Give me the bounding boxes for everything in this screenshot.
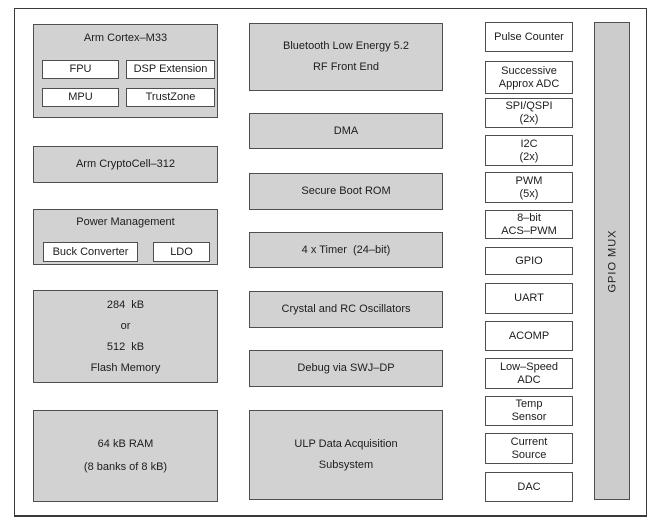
peripheral-label: PWM [515, 174, 543, 187]
block-secure-boot-rom: Secure Boot ROM [249, 173, 443, 210]
peripheral-acomp: ACOMP [485, 321, 573, 351]
peripheral-label: Sensor [511, 411, 547, 423]
sub-block-mpu: MPU [42, 88, 119, 107]
peripheral-label: UART [514, 292, 544, 304]
block-label: 4 x Timer (24–bit) [301, 243, 391, 256]
peripheral-label: SPI/QSPI [505, 100, 553, 112]
block-line: RF Front End [312, 61, 380, 73]
sub-block-ldo: LDO [153, 242, 210, 262]
peripheral-label: ACOMP [508, 329, 550, 342]
block-dma: DMA [249, 113, 443, 149]
peripheral-label: (2x) [519, 150, 539, 163]
block-line: 284 kB [106, 298, 145, 311]
peripheral-i2c: I2C (2x) [485, 135, 573, 166]
block-label: Crystal and RC Oscillators [281, 303, 411, 315]
diagram-frame [14, 8, 647, 517]
block-line: Bluetooth Low Energy 5.2 [283, 40, 409, 52]
block-arm-cortex-m33: Arm Cortex–M33 FPU DSP Extension MPU Tru… [33, 24, 218, 118]
sub-block-buck-converter: Buck Converter [43, 242, 138, 262]
peripheral-label: GPIO [515, 254, 543, 267]
peripheral-current-source: Current Source [485, 433, 573, 464]
block-label: Arm CryptoCell–312 [75, 158, 176, 170]
peripheral-label: ADC [517, 373, 541, 386]
peripheral-label: Approx ADC [498, 77, 560, 90]
peripheral-low-speed-adc: Low–Speed ADC [485, 358, 573, 389]
block-ulp-data-acquisition: ULP Data Acquisition Subsystem [249, 410, 443, 500]
block-arm-cryptocell-312: Arm CryptoCell–312 [33, 146, 218, 183]
peripheral-pulse-counter: Pulse Counter [485, 22, 573, 52]
block-debug-swj-dp: Debug via SWJ–DP [249, 350, 443, 387]
sub-block-label: MPU [68, 91, 93, 103]
block-bluetooth-low-energy: Bluetooth Low Energy 5.2 RF Front End [249, 23, 443, 91]
sub-block-label: LDO [170, 245, 193, 258]
peripheral-label: I2C [520, 137, 538, 150]
peripheral-label: Pulse Counter [494, 30, 564, 43]
peripheral-label: (5x) [519, 187, 539, 200]
peripheral-acs-pwm: 8–bit ACS–PWM [485, 210, 573, 239]
block-line: Subsystem [318, 459, 374, 471]
gpio-mux-label: GPIO MUX [606, 229, 619, 293]
peripheral-successive-approx-adc: Successive Approx ADC [485, 61, 573, 94]
peripheral-temp-sensor: Temp Sensor [485, 396, 573, 426]
block-line: Flash Memory [90, 361, 161, 374]
block-line: (8 banks of 8 kB) [83, 461, 168, 473]
block-line: or [120, 319, 131, 332]
block-timer: 4 x Timer (24–bit) [249, 232, 443, 268]
peripheral-label: Source [511, 448, 547, 461]
block-flash-memory: 284 kB or 512 kB Flash Memory [33, 290, 218, 383]
peripheral-label: Current [510, 435, 548, 448]
block-crystal-rc-oscillators: Crystal and RC Oscillators [249, 291, 443, 328]
sub-block-dsp-extension: DSP Extension [126, 60, 215, 79]
block-line: 64 kB RAM [97, 438, 154, 450]
block-line: ULP Data Acquisition [294, 438, 398, 450]
block-ram: 64 kB RAM (8 banks of 8 kB) [33, 410, 218, 502]
block-gpio-mux: GPIO MUX [594, 22, 630, 500]
sub-block-fpu: FPU [42, 60, 119, 79]
peripheral-label: ACS–PWM [501, 224, 557, 237]
block-label: Debug via SWJ–DP [297, 362, 395, 374]
peripheral-label: DAC [517, 480, 541, 493]
block-label: Secure Boot ROM [301, 185, 391, 197]
peripheral-label: Successive [501, 64, 557, 77]
sub-block-trustzone: TrustZone [126, 88, 215, 107]
peripheral-dac: DAC [485, 472, 573, 502]
sub-block-label: Buck Converter [52, 245, 129, 258]
peripheral-label: (2x) [519, 113, 539, 125]
peripheral-label: 8–bit [517, 211, 541, 224]
block-title: Power Management [76, 216, 175, 228]
peripheral-gpio: GPIO [485, 247, 573, 275]
peripheral-uart: UART [485, 283, 573, 314]
sub-block-label: DSP Extension [133, 63, 208, 75]
peripheral-pwm: PWM (5x) [485, 172, 573, 203]
block-title: Arm Cortex–M33 [83, 32, 168, 44]
block-power-management: Power Management Buck Converter LDO [33, 209, 218, 265]
block-label: DMA [333, 124, 359, 137]
peripheral-label: Temp [515, 398, 543, 410]
peripheral-label: Low–Speed [499, 360, 559, 373]
sub-block-label: TrustZone [145, 91, 196, 103]
sub-block-label: FPU [69, 63, 92, 75]
block-line: 512 kB [106, 340, 145, 353]
peripheral-spi-qspi: SPI/QSPI (2x) [485, 98, 573, 128]
